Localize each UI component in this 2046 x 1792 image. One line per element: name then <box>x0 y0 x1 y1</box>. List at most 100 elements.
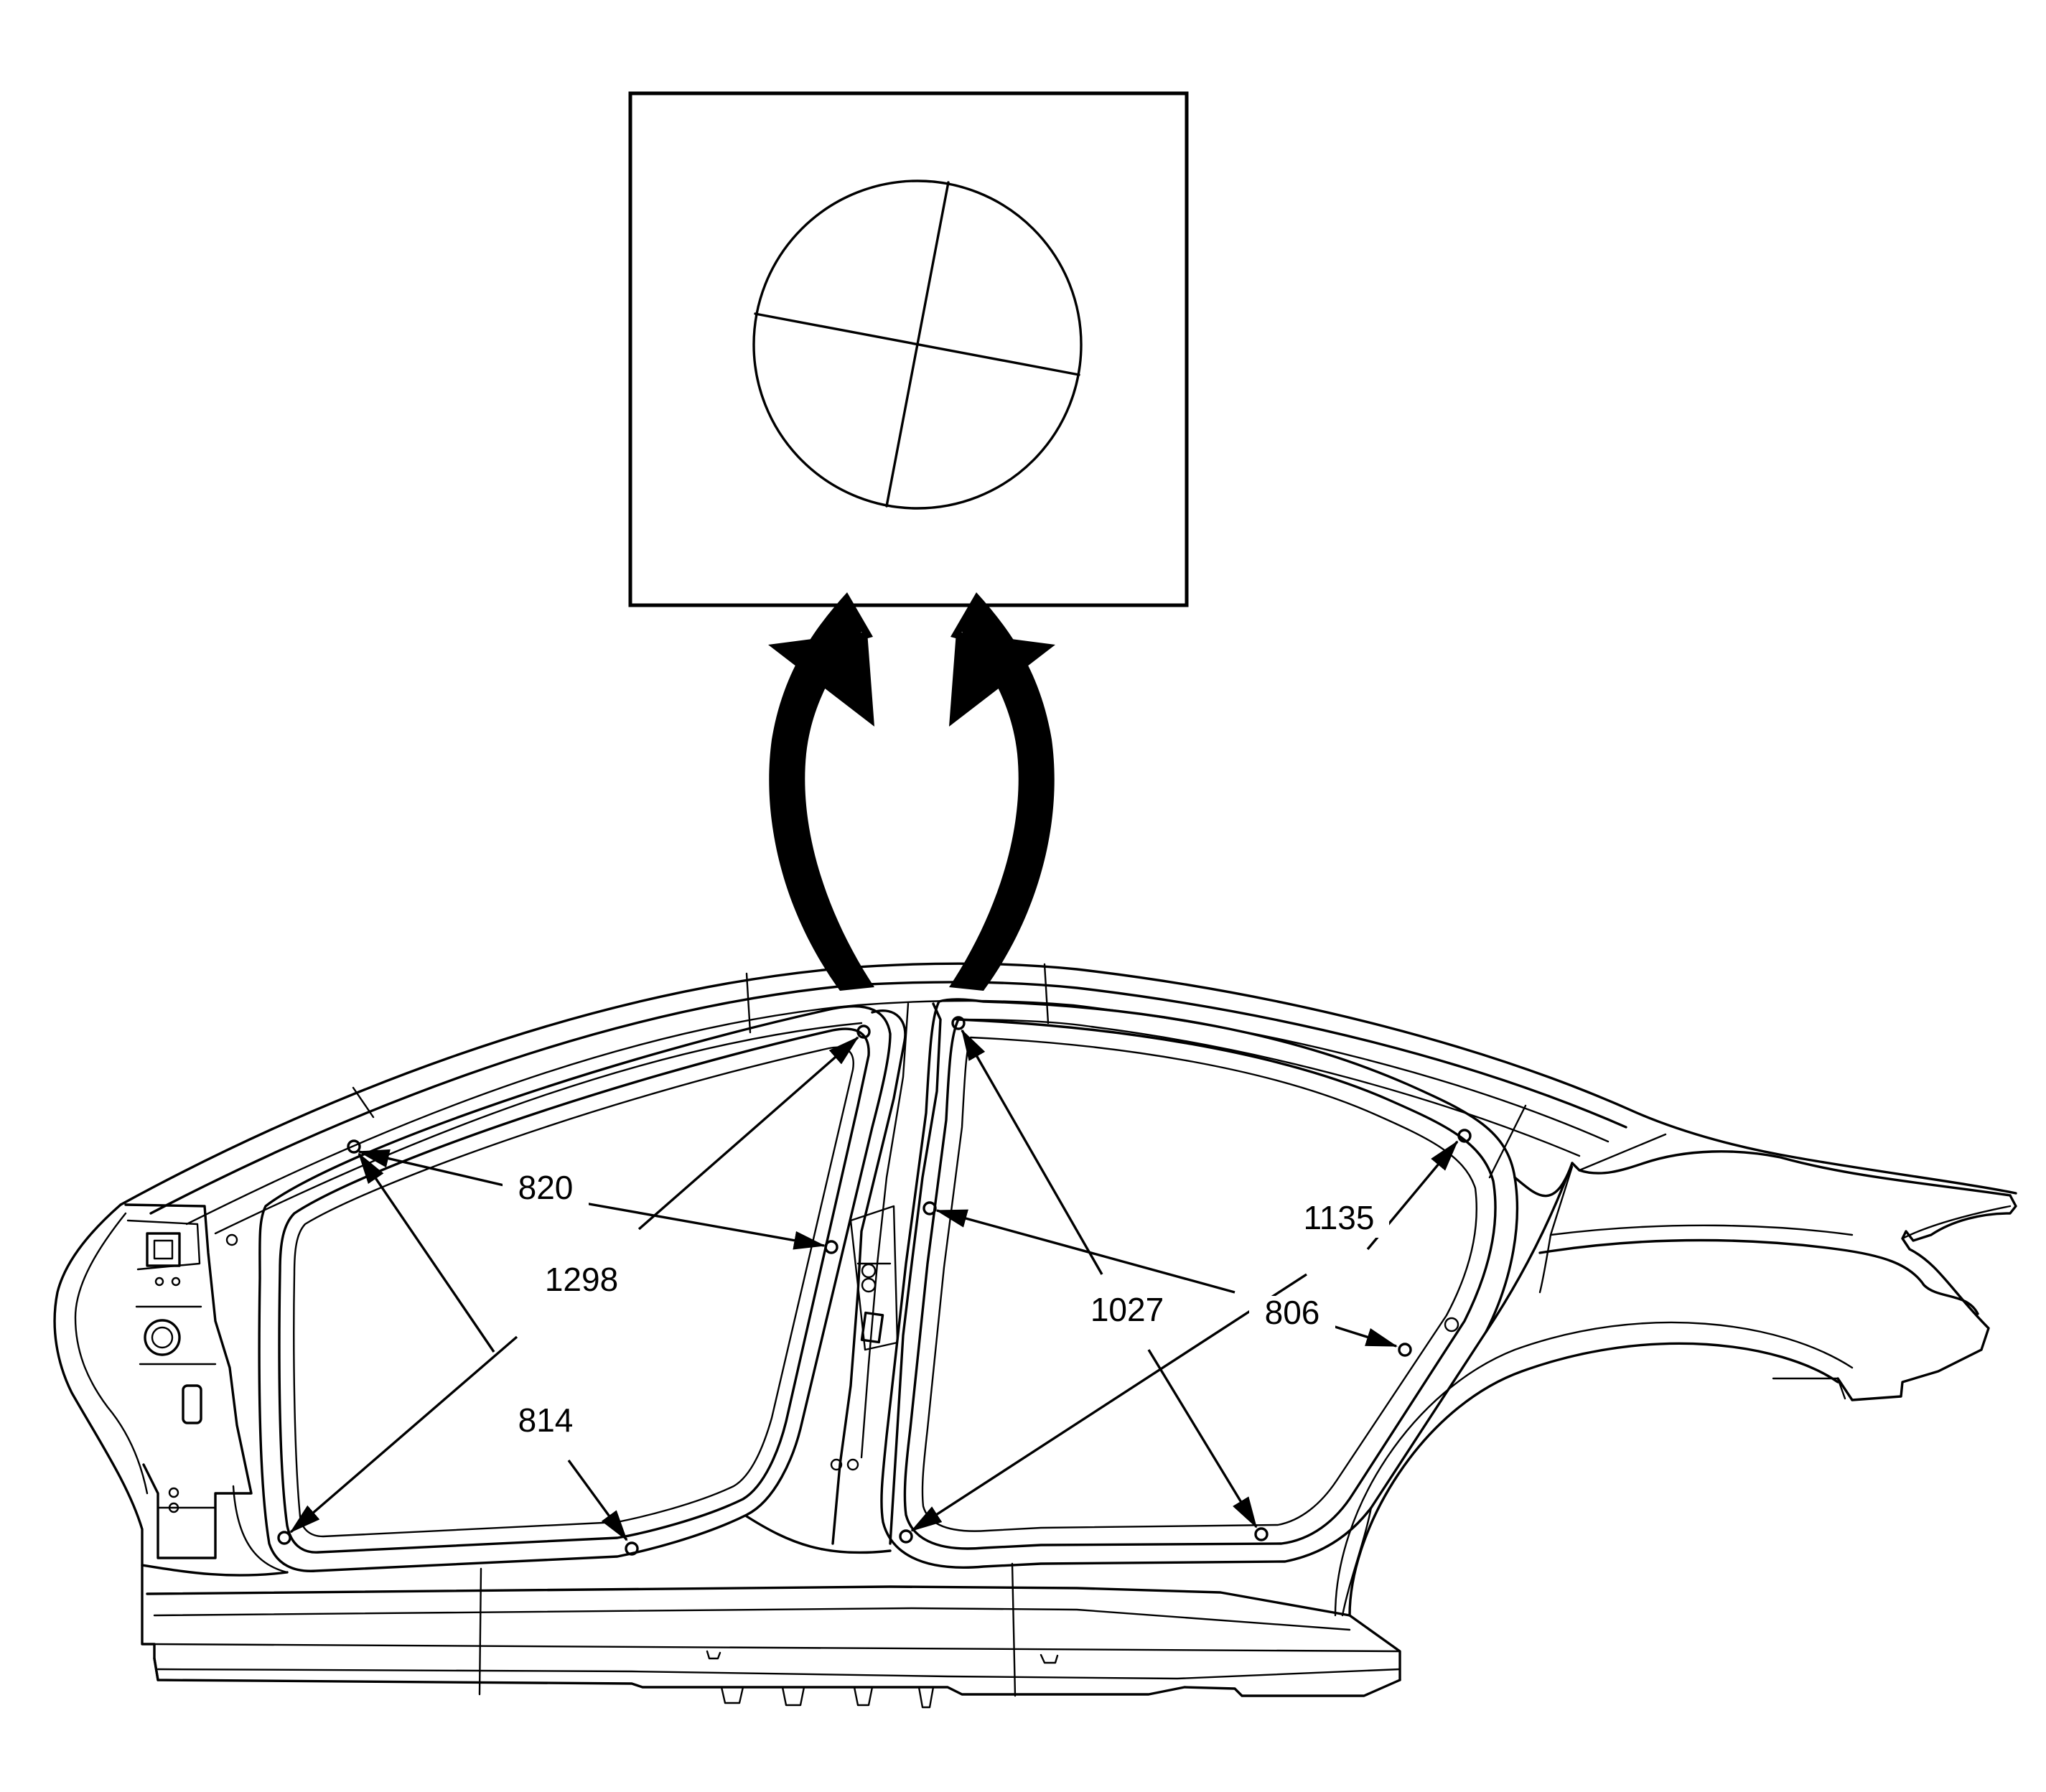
rear-lower-cut <box>1348 1614 1401 1681</box>
rear-wheel-arch-outer <box>1348 1342 1839 1617</box>
roof-inner-line-1 <box>149 981 1627 1215</box>
pillar-hole-4 <box>168 1502 179 1513</box>
crosshair-circle-symbol <box>752 179 1083 510</box>
front-pillar-panel-inner <box>126 1219 217 1509</box>
point-rear-mid-rear <box>1398 1343 1412 1357</box>
rocker-bottom-detail <box>157 1668 1401 1680</box>
b-pillar-rear-edge <box>889 1002 942 1545</box>
front-lower-sill <box>232 1485 289 1574</box>
roof-inner-line-3 <box>214 1018 1581 1235</box>
quarter-upper-line <box>1549 1205 2012 1240</box>
quarter-lower-sweep <box>1341 1506 1373 1617</box>
dimension-lines <box>289 1029 1459 1541</box>
c-pillar-line <box>1485 1162 1574 1333</box>
label-814: 814 <box>518 1401 574 1439</box>
right-curved-arrow <box>949 592 1055 991</box>
quarter-hole <box>1444 1317 1459 1333</box>
point-rear-lower-rear <box>1254 1527 1269 1541</box>
b-pillar-slot <box>860 1311 884 1344</box>
quarter-panel-line <box>1538 1238 1979 1315</box>
label-820: 820 <box>518 1169 574 1206</box>
detail-pointer-arrows <box>768 592 1055 991</box>
dim-820-line-b <box>584 1202 826 1250</box>
rocker-joint-front <box>478 1567 482 1696</box>
dim-1135-line-b <box>910 1273 1307 1532</box>
dimension-labels: 820 1298 814 1135 1027 806 <box>503 1169 1389 1441</box>
pillar-slot <box>182 1384 202 1424</box>
rocker-joint-rear <box>1011 1562 1017 1697</box>
roof-joint-rear <box>1043 963 1050 1025</box>
label-1135: 1135 <box>1304 1199 1375 1236</box>
dim-814-line-b <box>567 1459 628 1541</box>
roof-joint-front <box>745 972 752 1034</box>
point-front-lower-rear <box>625 1541 639 1556</box>
point-front-upper-front <box>347 1139 361 1154</box>
front-opening-inner-flange <box>278 1027 870 1554</box>
front-opening-seal-line <box>293 1046 854 1538</box>
front-pillar-inner <box>74 1212 149 1495</box>
rocker-mid <box>149 1607 1401 1653</box>
pillar-large-hole-inner <box>151 1326 174 1349</box>
b-pillar-hole-2 <box>861 1277 877 1293</box>
point-rear-lower-front <box>899 1529 913 1544</box>
dim-814-line-a <box>358 1152 495 1353</box>
rear-opening-outer-flange <box>880 998 1519 1569</box>
front-opening-outer-flange <box>258 1005 892 1572</box>
decklid-line <box>1538 1133 1667 1294</box>
dim-1298-line-a <box>637 1036 859 1231</box>
dim-1027-line-a <box>961 1029 1103 1275</box>
dim-820-line-a <box>358 1149 505 1187</box>
hinge-block <box>146 1232 181 1267</box>
pillar-large-hole <box>144 1319 181 1356</box>
b-pillar-mid-line <box>860 1002 910 1459</box>
c-pillar-joint <box>1488 1104 1527 1179</box>
front-pillar-panel <box>124 1203 253 1559</box>
body-side-panel <box>53 962 2017 1709</box>
reference-circle <box>752 179 1083 510</box>
rocker-upper <box>146 1585 1351 1617</box>
roof-outer-line <box>119 962 2017 1206</box>
label-1027: 1027 <box>1090 1291 1164 1328</box>
rocker-tabs <box>706 1650 1059 1709</box>
crosshair-horizontal <box>754 312 1080 376</box>
tail-corner <box>1836 1194 2017 1401</box>
hinge-block-inner <box>153 1239 174 1260</box>
dim-806-line-b <box>1327 1323 1398 1348</box>
left-curved-arrow <box>769 592 874 991</box>
rear-opening-seal-line <box>921 1036 1477 1532</box>
b-pillar-lower-panel <box>849 1205 899 1351</box>
dim-1027-line-b <box>1147 1349 1258 1529</box>
b-pillar-hole-4 <box>846 1458 859 1471</box>
point-front-lower-front <box>277 1531 291 1545</box>
point-rear-upper-front <box>951 1016 966 1030</box>
label-806: 806 <box>1265 1294 1320 1331</box>
point-front-mid-rear <box>824 1240 839 1254</box>
pillar-hole-1 <box>154 1277 164 1287</box>
quarter-lower-trim <box>1772 1377 1846 1400</box>
pillar-hole-3 <box>168 1487 179 1498</box>
point-front-upper-rear <box>856 1025 871 1039</box>
right-arrow-head <box>949 632 1055 727</box>
left-arrow-head <box>768 632 874 727</box>
point-rear-mid-front <box>922 1201 937 1215</box>
rocker-bottom <box>153 1657 1401 1697</box>
measurement-points <box>277 1016 1472 1556</box>
b-pillar-hole-1 <box>861 1263 877 1279</box>
detail-frame <box>628 91 1189 607</box>
roof-joint-front-2 <box>352 1086 375 1119</box>
b-pillar-hole-3 <box>830 1458 843 1471</box>
pillar-hole-2 <box>171 1277 181 1287</box>
pillar-hole-5 <box>225 1233 238 1246</box>
c-pillar-edge <box>1571 1150 2012 1197</box>
rocker-top-line <box>141 1515 892 1577</box>
detail-inset <box>628 91 1189 607</box>
front-pillar-outline <box>53 1203 159 1681</box>
label-1298: 1298 <box>545 1261 618 1298</box>
dim-1298-line-b <box>289 1335 518 1534</box>
point-rear-upper-rear <box>1457 1129 1472 1143</box>
rear-wheel-arch-inner <box>1334 1321 1854 1617</box>
rear-opening-inner-flange <box>903 1018 1497 1550</box>
dim-806-line-a <box>935 1209 1235 1294</box>
